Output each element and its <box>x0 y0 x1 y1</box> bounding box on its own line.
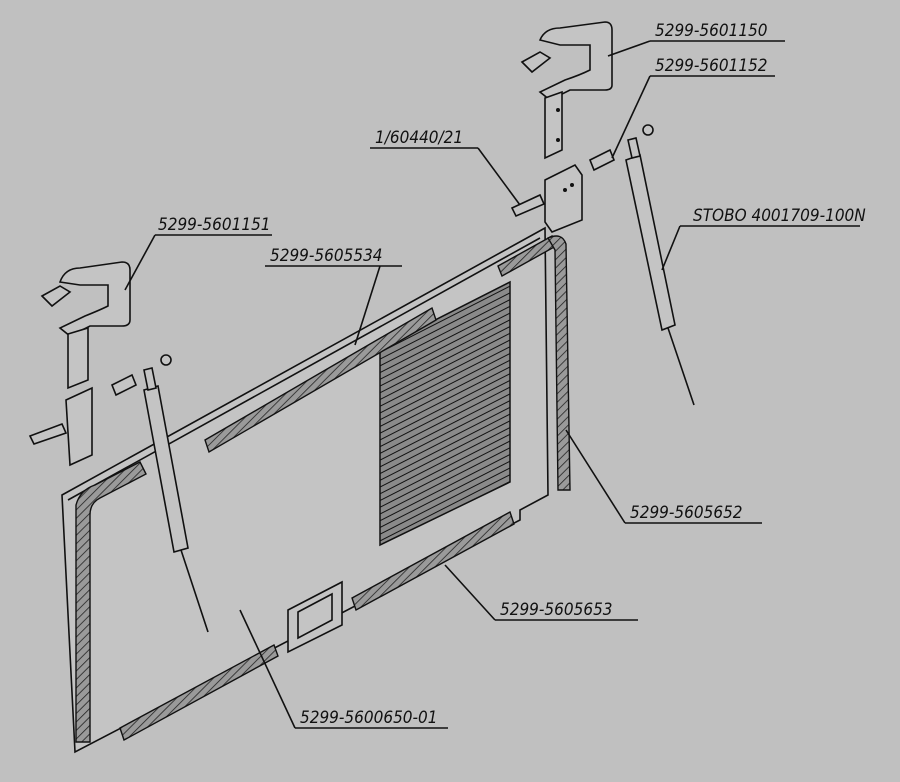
seal-right <box>546 235 571 491</box>
seal-strips <box>75 235 571 743</box>
gas-strut-left <box>143 367 209 633</box>
label-gas-strut: STOBO 4001709-100N <box>693 206 866 226</box>
seal-top <box>204 306 437 454</box>
bushing-left <box>110 373 138 397</box>
bolt <box>510 193 546 218</box>
label-panel: 5299-5600650-01 <box>300 708 438 728</box>
bolt-left <box>28 422 68 445</box>
hinge-left <box>28 261 172 467</box>
door-panel <box>61 226 549 754</box>
label-seal-top: 5299-5605534 <box>270 246 383 266</box>
label-bolt: 1/60440/21 <box>375 128 463 148</box>
label-seal-bottom: 5299-5605653 <box>500 600 613 620</box>
label-hinge-left: 5299-5601151 <box>158 215 271 235</box>
nut <box>642 124 654 136</box>
label-hinge-top-right: 5299-5601150 <box>655 21 768 41</box>
hinge-bracket-right <box>544 163 583 233</box>
callouts: 5299-5601150 5299-5601152 1/60440/21 STO… <box>124 21 866 729</box>
bushing <box>588 148 616 172</box>
seal-bottom <box>351 510 515 612</box>
handle-recess <box>287 580 343 654</box>
seal-bottom-left <box>119 643 279 742</box>
hinge-right <box>510 21 654 233</box>
ventilation-grille <box>379 280 511 547</box>
hinge-bracket-left <box>65 386 93 467</box>
label-seal-right: 5299-5605652 <box>630 503 743 523</box>
nut-left <box>160 354 172 366</box>
label-bushing: 5299-5601152 <box>655 56 768 76</box>
gas-strut-right <box>625 137 695 406</box>
seal-left <box>75 461 147 743</box>
